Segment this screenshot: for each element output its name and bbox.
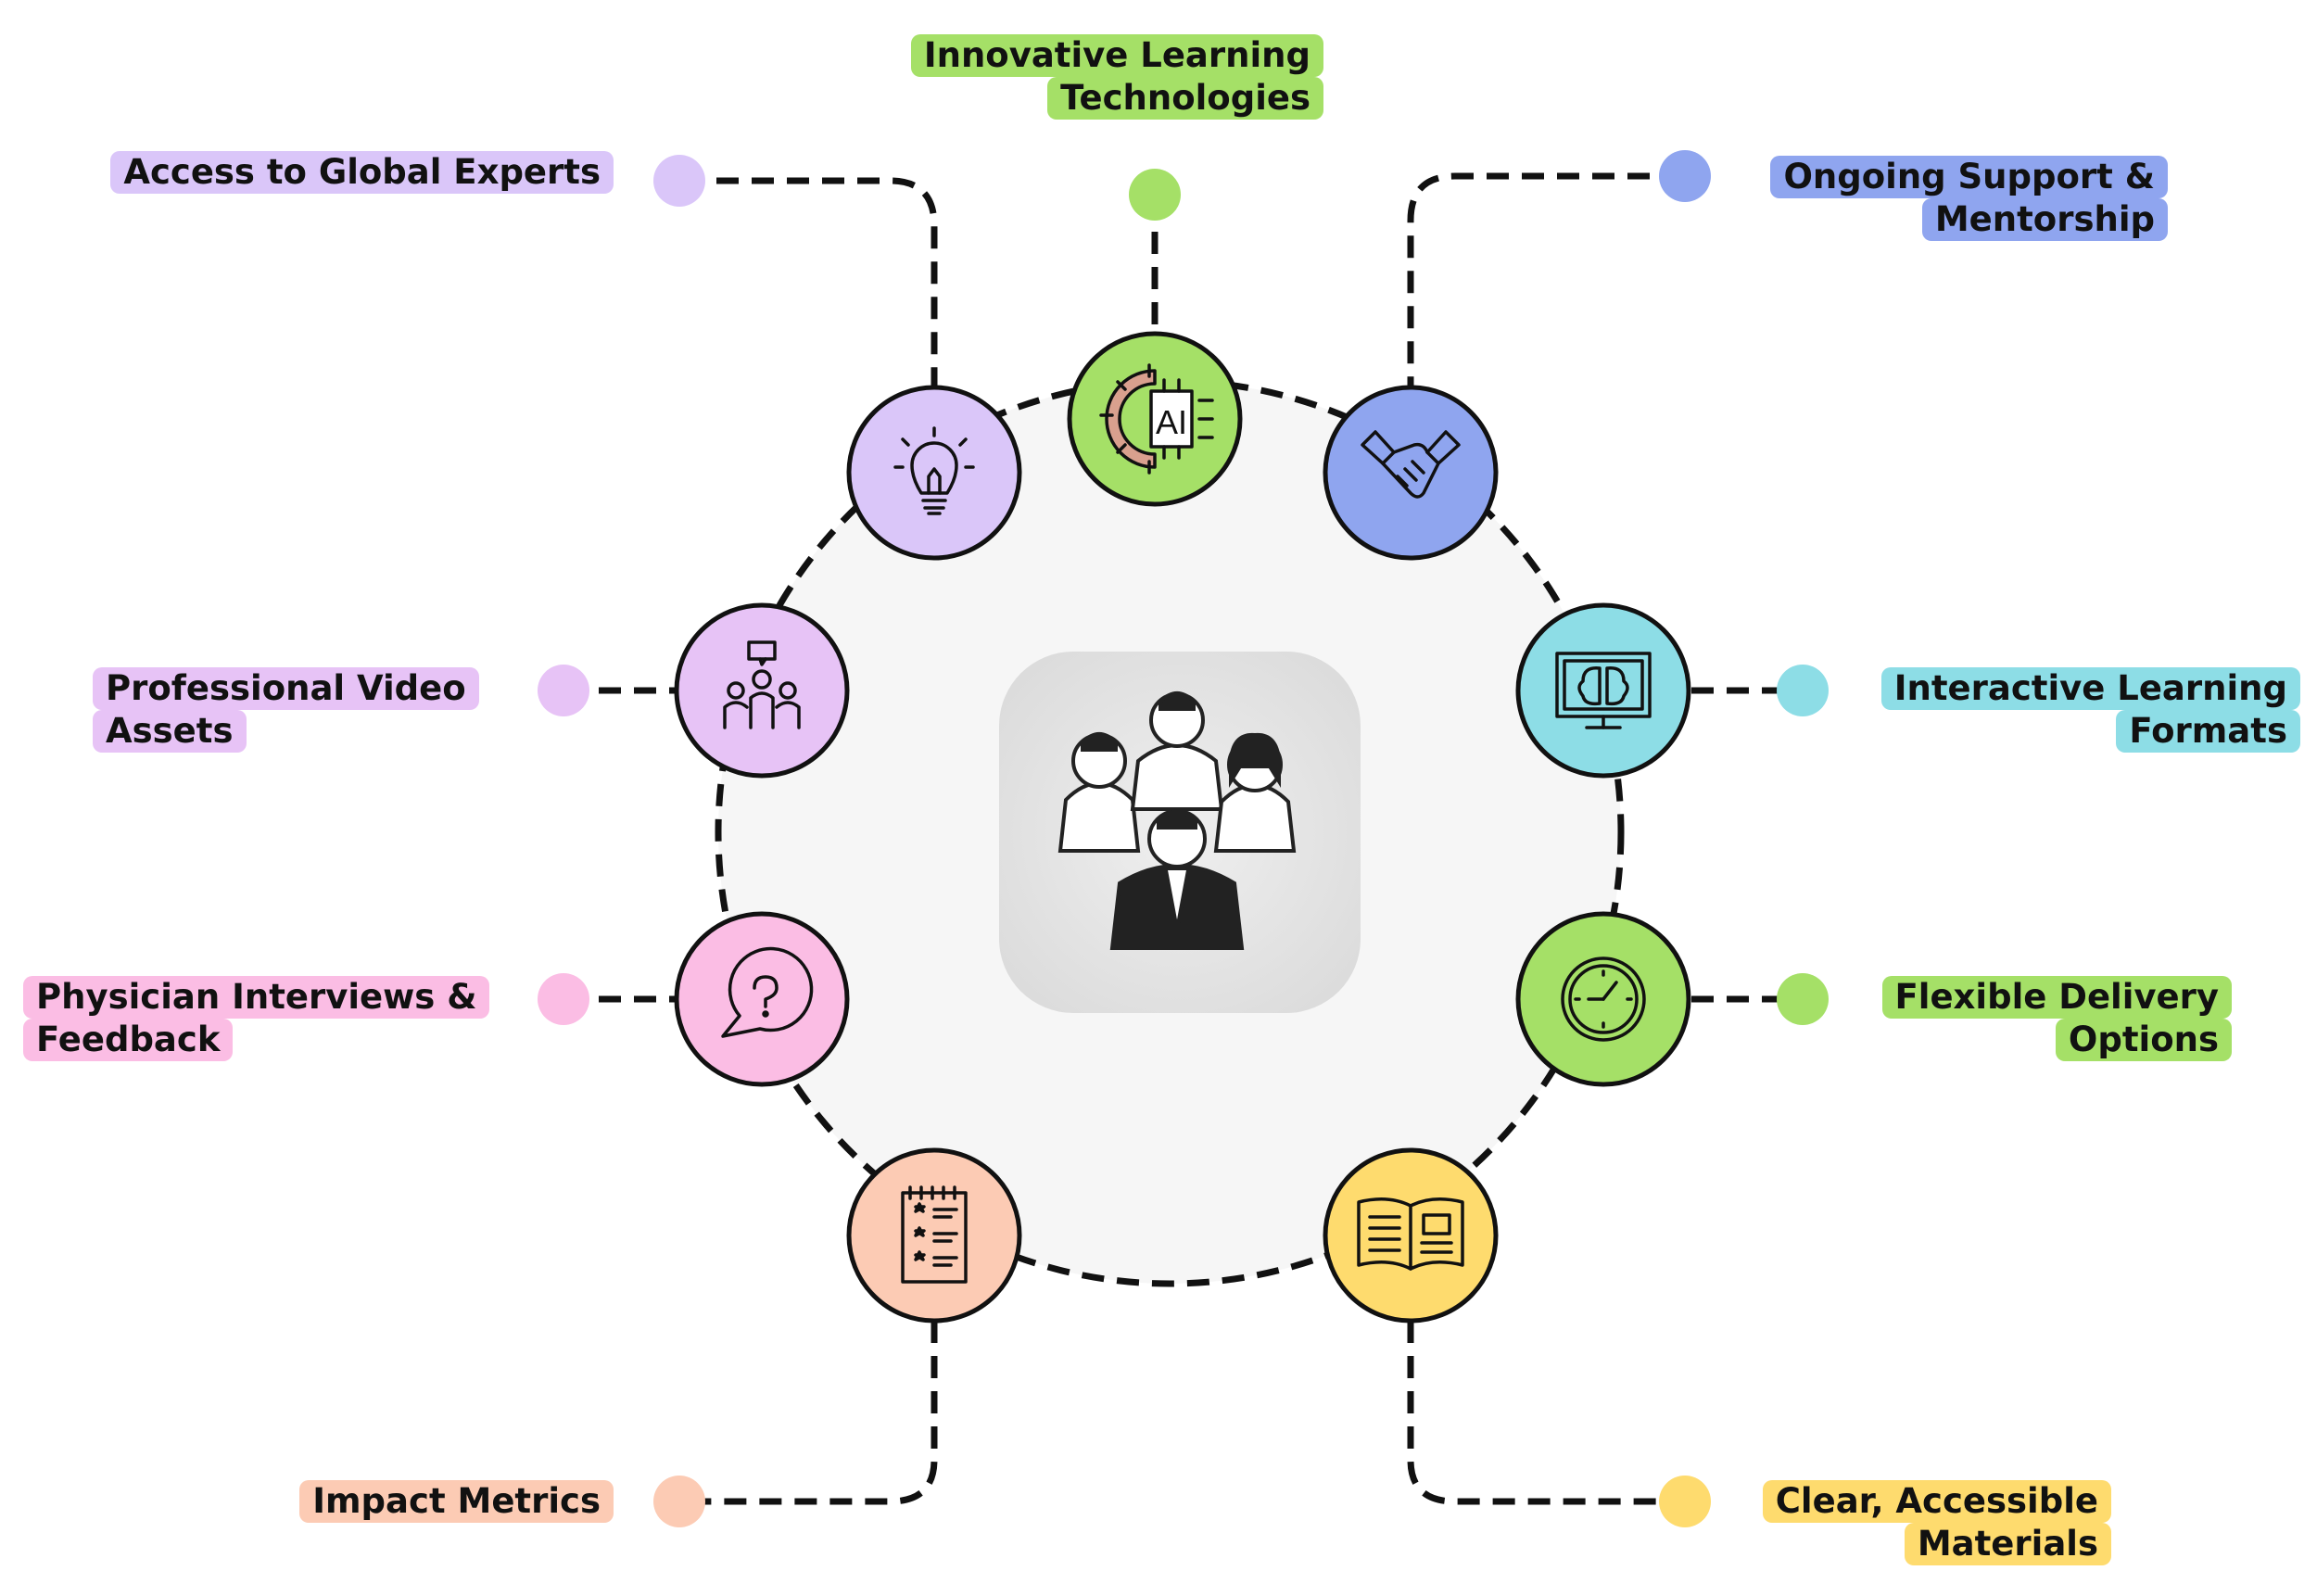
label-line: Materials xyxy=(1904,1523,2111,1565)
label-interactive-learning-formats: Interactive Learning Formats xyxy=(1880,667,2300,753)
label-line: Technologies xyxy=(1047,77,1323,120)
dot-physician-interviews-feedback xyxy=(538,973,589,1025)
connector-impact-metrics xyxy=(681,1321,938,1505)
question-speech-bubble-icon xyxy=(721,946,814,1038)
node-impact-metrics xyxy=(846,1147,1022,1324)
ai-chip-text: AI xyxy=(1156,403,1187,441)
monitor-brain-icon xyxy=(1555,652,1652,729)
handshake-icon xyxy=(1361,430,1461,499)
clock-icon xyxy=(1561,956,1646,1042)
medical-team-icon xyxy=(999,652,1361,1013)
label-line: Innovative Learning xyxy=(910,34,1323,77)
lightbulb-icon xyxy=(893,426,975,515)
label-access-to-global-experts: Access to Global Experts xyxy=(110,151,614,194)
dot-access-to-global-experts xyxy=(653,155,705,207)
label-line: Interactive Learning xyxy=(1880,667,2300,710)
label-clear-accessible-materials: Clear, Accessible Materials xyxy=(1762,1480,2111,1565)
label-line: Clear, Accessible xyxy=(1762,1480,2111,1523)
node-professional-video-assets xyxy=(674,602,850,779)
label-impact-metrics: Impact Metrics xyxy=(299,1480,614,1523)
medical-team-illustration xyxy=(1057,691,1297,950)
label-professional-video-assets: Professional Video Assets xyxy=(93,667,479,753)
label-line: Physician Interviews & xyxy=(23,976,490,1019)
label-line: Access to Global Experts xyxy=(110,151,614,194)
label-line: Feedback xyxy=(23,1019,234,1061)
group-presentation-icon xyxy=(723,640,801,729)
label-line: Professional Video xyxy=(93,667,479,710)
label-line: Mentorship xyxy=(1921,198,2168,241)
dot-interactive-learning-formats xyxy=(1777,665,1829,716)
connector-dots xyxy=(538,150,1829,1527)
label-ongoing-support-mentorship: Ongoing Support & Mentorship xyxy=(1770,156,2168,241)
label-line: Ongoing Support & xyxy=(1770,156,2168,198)
dot-innovative-learning-technologies xyxy=(1129,169,1181,221)
node-access-to-global-experts xyxy=(846,385,1022,561)
label-line: Assets xyxy=(93,710,247,753)
dot-impact-metrics xyxy=(653,1476,705,1527)
label-line: Impact Metrics xyxy=(299,1480,614,1523)
label-flexible-delivery-options: Flexible Delivery Options xyxy=(1881,976,2232,1061)
dot-professional-video-assets xyxy=(538,665,589,716)
dot-flexible-delivery-options xyxy=(1777,973,1829,1025)
open-book-icon xyxy=(1357,1197,1464,1271)
connector-ongoing-support-mentorship xyxy=(1407,172,1685,387)
connector-clear-accessible-materials xyxy=(1407,1321,1685,1505)
dot-ongoing-support-mentorship xyxy=(1659,150,1711,202)
node-interactive-learning-formats xyxy=(1515,602,1691,779)
label-line: Options xyxy=(2055,1019,2232,1061)
label-line: Formats xyxy=(2116,710,2300,753)
ai-chip-gear-icon xyxy=(1099,363,1214,475)
rating-checklist-icon xyxy=(901,1185,968,1284)
label-innovative-learning-technologies: Innovative Learning Technologies xyxy=(910,34,1323,120)
label-physician-interviews-feedback: Physician Interviews & Feedback xyxy=(23,976,490,1061)
dot-clear-accessible-materials xyxy=(1659,1476,1711,1527)
connector-access-to-global-experts xyxy=(681,177,938,387)
label-line: Flexible Delivery xyxy=(1881,976,2232,1019)
node-physician-interviews-feedback xyxy=(674,911,850,1087)
